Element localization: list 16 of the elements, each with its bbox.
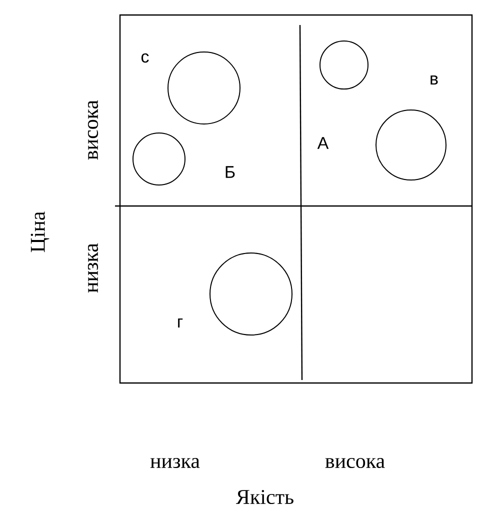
axis-level-label: низка xyxy=(88,243,98,293)
axis-level-label: висока xyxy=(325,458,385,468)
circle xyxy=(320,40,368,90)
quadrant-letter: г xyxy=(178,318,183,328)
quadrant-letter: с xyxy=(141,53,149,63)
circle xyxy=(168,52,240,124)
circle xyxy=(132,132,186,186)
axis-title: Якість xyxy=(236,490,294,504)
quadrant-letter: в xyxy=(430,76,438,84)
circle xyxy=(210,252,292,336)
quadrant-letter: Б xyxy=(226,166,235,178)
axis-level-label: висока xyxy=(88,100,98,160)
circle xyxy=(376,110,446,180)
quadrant-letter: А xyxy=(317,137,329,149)
axis-level-label: низка xyxy=(150,458,200,468)
axis-title: Ціна xyxy=(30,212,50,252)
